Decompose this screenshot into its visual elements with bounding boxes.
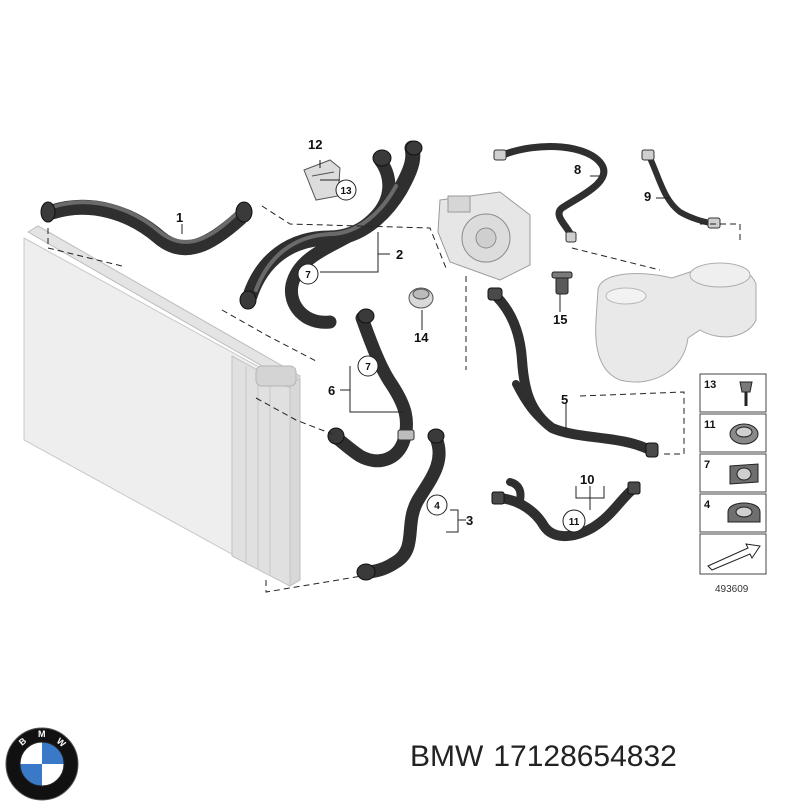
circled-13-on-12: 13	[335, 179, 357, 201]
svg-text:4: 4	[704, 499, 711, 511]
svg-text:11: 11	[704, 419, 716, 431]
circled-11-on-10: 11	[562, 509, 586, 533]
water-pump	[437, 191, 531, 281]
dashed-guides	[47, 205, 741, 593]
legend-item-13: 13	[699, 373, 767, 413]
legend-arrow-box	[699, 533, 767, 575]
hose-1	[40, 199, 253, 256]
svg-text:13: 13	[340, 186, 352, 197]
svg-text:M: M	[38, 729, 46, 739]
callout-15: 15	[553, 312, 567, 327]
part-number: 17128654832	[493, 740, 677, 773]
legend-item-4: 4	[699, 493, 767, 533]
callout-2: 2	[396, 247, 403, 262]
callout-1: 1	[176, 210, 183, 225]
svg-text:11: 11	[569, 517, 580, 528]
hose-9	[641, 149, 721, 229]
circled-4-on-3: 4	[426, 494, 448, 516]
callout-14: 14	[414, 330, 429, 345]
connector-15	[551, 271, 573, 295]
callout-3: 3	[466, 513, 473, 528]
legend-panel: 13 11 7 4 493609	[699, 373, 767, 595]
diagram-reference: 493609	[715, 584, 749, 595]
hose-5	[487, 287, 659, 458]
hose-6	[327, 308, 415, 468]
circled-7-on-6: 7	[357, 355, 379, 377]
legend-item-7: 7	[699, 453, 767, 493]
callout-8: 8	[574, 162, 581, 177]
callout-6: 6	[328, 383, 335, 398]
hose-8	[493, 143, 608, 243]
svg-text:B: B	[17, 735, 29, 747]
hose-2	[239, 140, 423, 329]
expansion-tank	[595, 262, 757, 383]
callout-10: 10	[580, 472, 594, 487]
svg-text:7: 7	[365, 362, 371, 373]
leader-lines	[181, 160, 670, 533]
svg-text:7: 7	[704, 459, 710, 471]
svg-text:7: 7	[305, 270, 311, 281]
callout-12: 12	[308, 137, 322, 152]
radiator	[23, 225, 301, 587]
circled-7-on-2: 7	[297, 263, 319, 285]
brand-name: BMW	[410, 740, 484, 773]
hose-10	[491, 478, 641, 541]
svg-text:13: 13	[704, 379, 716, 391]
callout-5: 5	[561, 392, 568, 407]
bmw-logo: B M W	[5, 727, 79, 801]
plug-14	[408, 287, 434, 309]
callout-9: 9	[644, 189, 651, 204]
part-caption: BMW 17128654832	[410, 740, 800, 790]
hose-3	[356, 428, 446, 581]
svg-text:4: 4	[434, 501, 440, 512]
legend-item-11: 11	[699, 413, 767, 453]
